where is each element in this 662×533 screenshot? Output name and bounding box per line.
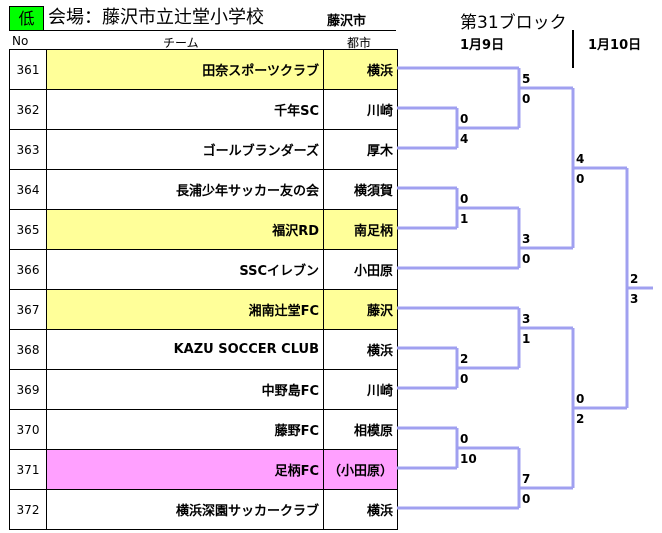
date-round2: 1月10日 (588, 38, 642, 53)
score-top: 0 (460, 112, 468, 126)
col-header-city: 都市 (347, 36, 372, 50)
team-city: 横浜 (323, 489, 398, 530)
score-top: 2 (460, 352, 468, 366)
block-title: 第31ブロック (460, 13, 567, 33)
team-city: 厚木 (323, 129, 398, 170)
team-name: 足柄FC (46, 449, 324, 490)
team-name: 田奈スポーツクラブ (46, 49, 324, 90)
team-city: 南足柄 (323, 209, 398, 250)
score-top: 0 (576, 392, 584, 406)
team-city: （小田原） (323, 449, 398, 490)
team-city: 川崎 (323, 89, 398, 130)
team-name: SSCイレブン (46, 249, 324, 290)
score-bottom: 0 (576, 172, 584, 186)
team-city: 横浜 (323, 49, 398, 90)
score-bottom: 10 (460, 452, 477, 466)
score-bottom: 4 (460, 132, 468, 146)
score-bottom: 0 (522, 92, 530, 106)
venue-city: 藤沢市 (327, 14, 367, 29)
date-round1: 1月9日 (460, 38, 505, 53)
team-no: 364 (9, 169, 47, 210)
score-bottom: 2 (576, 412, 584, 426)
title-underline (9, 30, 396, 31)
col-header-no: No (12, 34, 29, 48)
score-top: 3 (522, 232, 530, 246)
team-no: 366 (9, 249, 47, 290)
team-name: 福沢RD (46, 209, 324, 250)
score-top: 2 (630, 272, 638, 286)
score-top: 7 (522, 472, 530, 486)
team-city: 横須賀 (323, 169, 398, 210)
score-bottom: 3 (630, 292, 638, 306)
level-badge: 低 (9, 6, 44, 31)
col-header-team: チーム (163, 36, 199, 50)
score-bottom: 0 (522, 492, 530, 506)
score-top: 0 (460, 432, 468, 446)
team-name: KAZU SOCCER CLUB (46, 329, 324, 370)
score-bottom: 1 (460, 212, 468, 226)
team-city: 藤沢 (323, 289, 398, 330)
team-city: 小田原 (323, 249, 398, 290)
date-separator (572, 30, 574, 68)
score-top: 5 (522, 72, 530, 86)
team-name: 長浦少年サッカー友の会 (46, 169, 324, 210)
team-name: 湘南辻堂FC (46, 289, 324, 330)
score-bottom: 0 (522, 252, 530, 266)
score-top: 4 (576, 152, 584, 166)
team-no: 370 (9, 409, 47, 450)
team-name: 藤野FC (46, 409, 324, 450)
score-top: 0 (460, 192, 468, 206)
team-name: 横浜深園サッカークラブ (46, 489, 324, 530)
score-top: 3 (522, 312, 530, 326)
team-no: 368 (9, 329, 47, 370)
venue-title: 会場：藤沢市立辻堂小学校 (48, 7, 264, 28)
score-bottom: 1 (522, 332, 530, 346)
score-bottom: 0 (460, 372, 468, 386)
team-no: 365 (9, 209, 47, 250)
team-no: 372 (9, 489, 47, 530)
